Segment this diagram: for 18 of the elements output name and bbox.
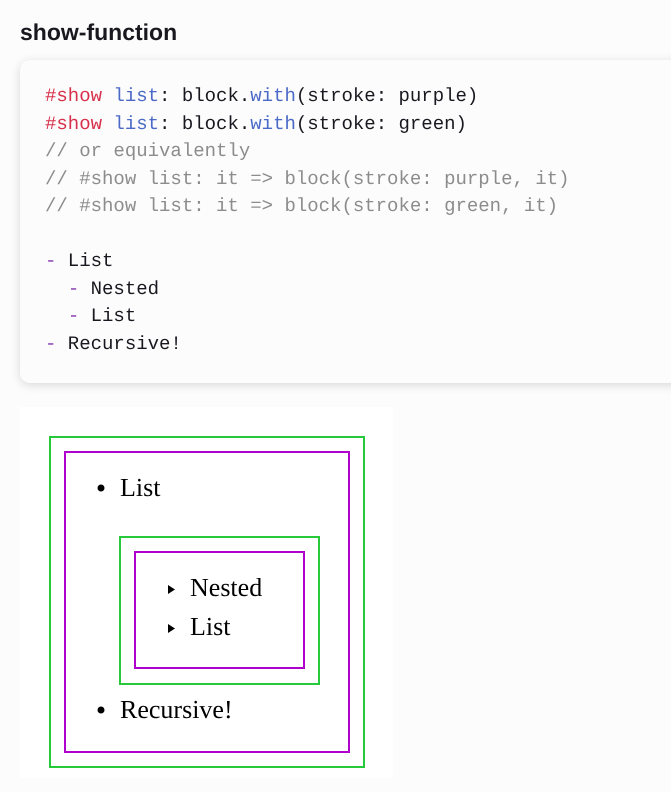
- code-line: - Nested: [66, 276, 160, 302]
- code-line: #show list: block.with(stroke: green): [45, 112, 467, 136]
- list-item-text: List: [120, 472, 160, 504]
- list-item-text: List: [190, 611, 230, 643]
- block-box: [49, 436, 365, 768]
- code-line: - Recursive!: [45, 332, 182, 356]
- list-block-box: [64, 451, 350, 753]
- block-box: [119, 536, 320, 685]
- list-block-box: [134, 551, 305, 669]
- code-line: // #show list: it => block(stroke: purple, it): [45, 166, 570, 192]
- code-line: // #show list: it => block(stroke: green, it): [45, 194, 558, 219]
- section-heading: show-function: [20, 18, 178, 47]
- list-item-text: Nested: [190, 572, 262, 604]
- list-item-text: Recursive!: [120, 694, 233, 726]
- code-line: // or equivalently: [45, 139, 250, 164]
- code-line: #show list: block.with(stroke: purple): [45, 84, 478, 109]
- code-line: - List: [66, 304, 136, 329]
- code-line: - List: [45, 249, 114, 274]
